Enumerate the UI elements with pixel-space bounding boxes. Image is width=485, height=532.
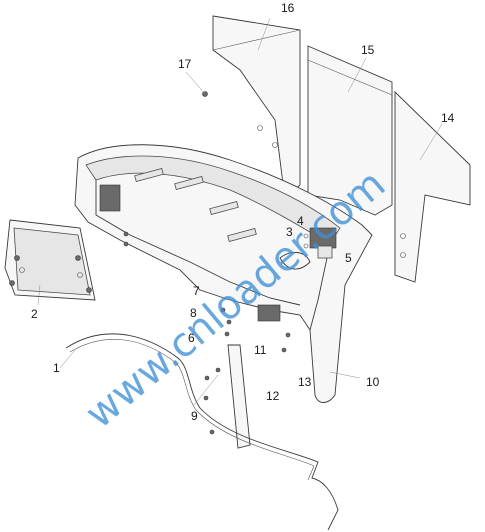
leader-lines	[37, 17, 443, 406]
callout-6: 6	[188, 331, 195, 345]
callout-16: 16	[281, 1, 295, 15]
callout-11: 11	[254, 343, 267, 357]
callout-3: 3	[286, 225, 293, 239]
callout-15: 15	[361, 43, 375, 57]
part-14-panel	[394, 90, 471, 283]
latch-assembly	[303, 227, 337, 259]
callout-labels: 1 2 3 4 5 6 7 8 9 10 11 12 13 14 15 16 1…	[31, 1, 455, 423]
part-9-strip	[227, 344, 251, 449]
callout-5: 5	[345, 251, 352, 265]
callout-2: 2	[31, 307, 38, 321]
callout-4: 4	[297, 214, 304, 228]
callout-14: 14	[441, 111, 455, 125]
callout-8: 8	[190, 306, 197, 320]
callout-17: 17	[178, 57, 192, 71]
fasteners	[123, 91, 291, 435]
callout-10: 10	[366, 375, 380, 389]
part-10-hood	[74, 144, 373, 403]
part-2-panel	[4, 219, 96, 301]
callout-9: 9	[191, 409, 198, 423]
callout-7: 7	[193, 284, 200, 298]
callout-12: 12	[266, 389, 280, 403]
part-16-panel	[212, 15, 301, 201]
callout-1: 1	[53, 361, 60, 375]
callout-13: 13	[298, 375, 312, 389]
